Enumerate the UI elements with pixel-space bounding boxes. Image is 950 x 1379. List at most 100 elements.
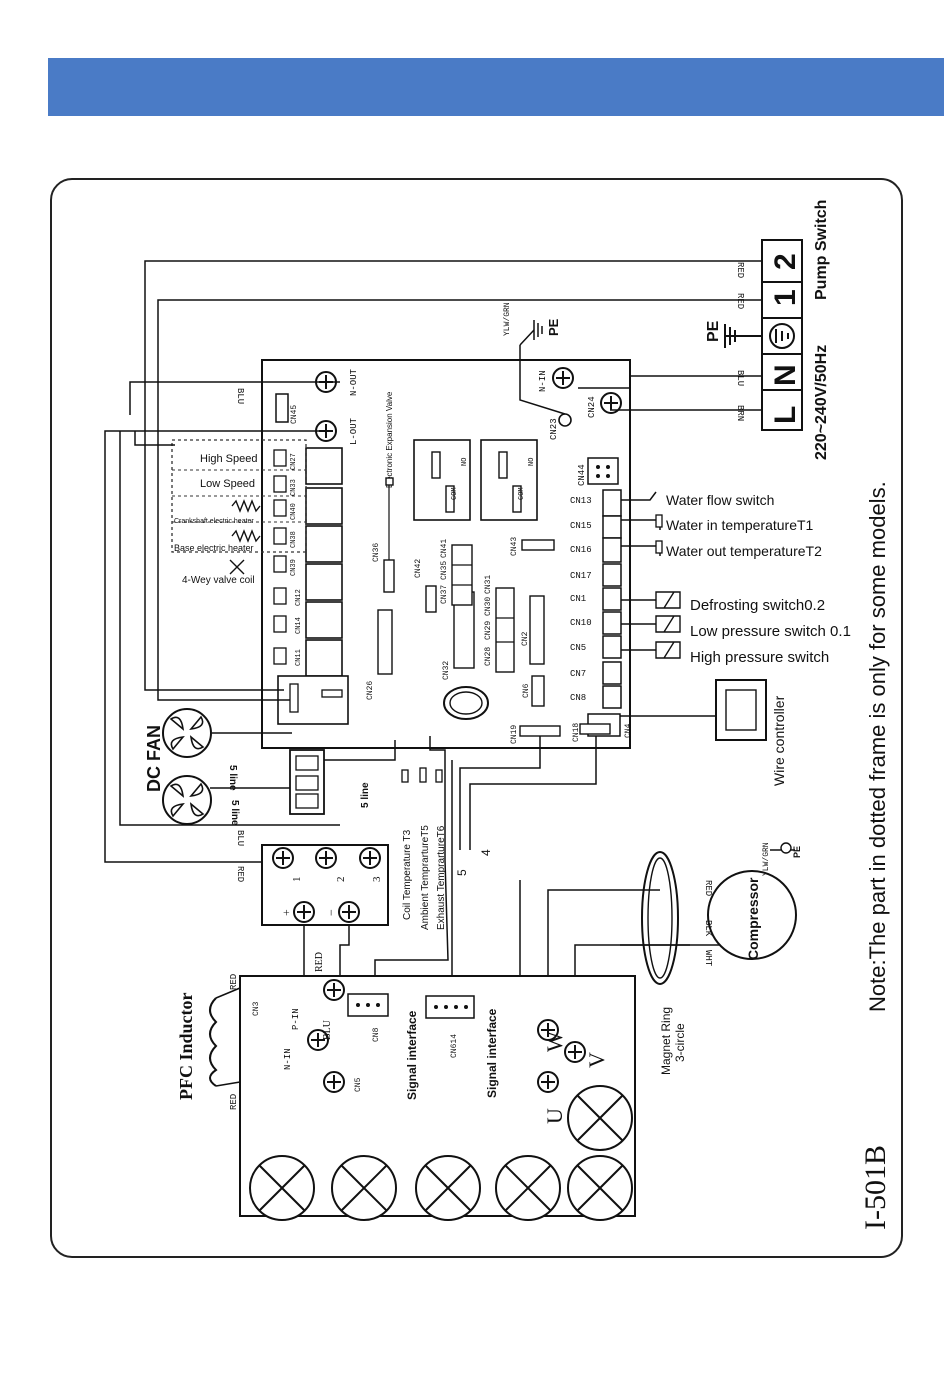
driver-p-in-label: P-IN	[291, 1008, 301, 1030]
high-speed-label: High Speed	[200, 453, 258, 465]
exhaust-temp-sensor-icon	[435, 769, 443, 783]
low-pressure-switch-label: Low pressure switch 0.1	[690, 623, 851, 640]
ground-symbol-icon	[769, 323, 795, 349]
cn23-terminal-icon	[558, 413, 572, 427]
signal-interface-label-2: Signal interface	[485, 1008, 499, 1098]
relay-stack	[305, 447, 343, 677]
driver-red-label: RED	[314, 952, 325, 972]
l-out-label: L-OUT	[349, 417, 359, 445]
capacitor-icon-4	[415, 1155, 481, 1221]
supply-label: 220~240V/50Hz	[813, 345, 830, 460]
base-heater-icon	[231, 529, 261, 543]
capacitor-icon-1	[567, 1085, 633, 1151]
compressor-label: Compressor	[745, 877, 761, 960]
right-connector-column: CN13 CN15 CN16 CN17 CN1 CN10 CN5 CN7 CN8	[570, 489, 622, 709]
red-wire-label-2: RED	[735, 293, 745, 309]
cn6-label: CN6	[522, 683, 531, 698]
driver-cn8-label: CN8	[372, 1027, 381, 1042]
pfc-inductor: PFC Inductor RED RED	[176, 974, 241, 1110]
blu-left-wire-label: BLU	[235, 830, 245, 846]
three-circle-label: 3-circle	[673, 1023, 687, 1062]
cn36-label: CN36	[372, 543, 381, 562]
n-out-label: N-OUT	[349, 368, 359, 396]
rectifier-minus: −	[324, 909, 338, 916]
coil-temp-label: Coil Temperature T3	[402, 829, 413, 920]
cn24-label: CN24	[587, 396, 597, 418]
capacitor-icon-6	[249, 1155, 315, 1221]
water-in-sensor-icon	[655, 514, 663, 528]
model-label: I-501B	[859, 1145, 892, 1230]
cn37-label: CN37	[440, 585, 449, 604]
cn1-label: CN1	[570, 594, 586, 604]
driver-cn5-label: CN5	[354, 1077, 363, 1092]
fan-motor-bottom-icon	[162, 775, 212, 825]
driver-n-in-label: N-IN	[283, 1048, 293, 1070]
relay1-no-label: NO	[461, 458, 469, 466]
cn35-label: CN35	[440, 561, 449, 580]
cn30-label: CN30	[484, 597, 493, 616]
cn19-label: CN19	[510, 725, 519, 744]
pfc-red-label-1: RED	[229, 974, 239, 990]
terminal-u-label: U	[542, 1108, 567, 1124]
cn16-label: CN16	[570, 545, 592, 555]
inductor-coil-icon	[209, 997, 218, 1087]
cn8-label: CN8	[570, 693, 586, 703]
cn29-label: CN29	[484, 621, 493, 640]
driver-blu-label: BLU	[322, 1019, 333, 1040]
cn32-label: CN32	[442, 661, 451, 680]
relay2-no-label: NO	[528, 458, 536, 466]
water-out-temperature-label: Water out temperatureT2	[666, 543, 822, 559]
terminal-w-label: W	[542, 1031, 567, 1052]
cn39-label: CN39	[290, 559, 298, 576]
five-line-label-b: 5 line	[229, 800, 240, 826]
cn40-label: CN40	[290, 503, 298, 520]
red-wire-label-1: RED	[735, 262, 745, 278]
cn13-label: CN13	[570, 496, 592, 506]
blu-wire-label: BLU	[735, 370, 745, 386]
crankshaft-heater-label: Crankshaft electric heater	[174, 518, 254, 525]
cn18-label: CN18	[572, 723, 581, 742]
rectifier-block: 1 2 3 + −	[261, 844, 389, 926]
cn28-label: CN28	[484, 647, 493, 666]
crankshaft-heater-icon	[231, 499, 261, 513]
relay2-com-label: COM	[518, 487, 526, 500]
driver-cn3-label: CN3	[252, 1001, 261, 1016]
eev-label: Electronic Expansion Valve	[385, 391, 394, 488]
compressor-red-label: RED	[703, 880, 713, 896]
cn38-label: CN38	[290, 531, 298, 548]
power-terminal-block: 2 1 N L 220~240V/50Hz Pump Switch PE	[705, 200, 830, 460]
diagram-frame	[50, 178, 903, 1258]
capacitor-icon-2	[567, 1155, 633, 1221]
cn23-label: CN23	[549, 418, 559, 440]
cn27-label: CN27	[290, 453, 298, 470]
coil-temp-sensor-icon	[401, 769, 409, 783]
rectifier-plus: +	[279, 909, 293, 916]
blu-top-wire-label: BLU	[235, 388, 245, 404]
terminal-2-label: 2	[769, 253, 802, 270]
main-pcb-board: N-OUT L-OUT N-IN CN24 CN23 CN45 Electron…	[261, 359, 633, 749]
compressor-icon	[707, 870, 797, 960]
header-banner	[48, 58, 944, 116]
wire-count-5: 5	[455, 869, 469, 876]
cn7-label: CN7	[570, 669, 586, 679]
water-flow-switch-label: Water flow switch	[666, 492, 774, 508]
fan-motor-top-icon	[162, 708, 212, 758]
pfc-inductor-label: PFC Inductor	[176, 992, 196, 1100]
rectifier-terminal-1: 1	[291, 877, 303, 883]
optional-parts-dotted-frame	[171, 439, 307, 553]
ambient-temp-sensor-icon	[419, 767, 427, 783]
high-pressure-switch-label: High pressure switch	[690, 649, 829, 666]
compressor-blk-label: BLK	[703, 920, 713, 937]
cn43-label: CN43	[510, 537, 519, 556]
pe-ground-icon	[724, 324, 762, 348]
pe-top-label: PE	[546, 318, 561, 336]
base-heater-label: Base electric heater	[174, 543, 254, 553]
cn45-label: CN45	[290, 405, 299, 424]
capacitor-icon-5	[331, 1155, 397, 1221]
rectifier-terminal-3: 3	[371, 876, 383, 882]
driver-cn614-label: CN614	[450, 1034, 459, 1058]
five-line-label-a: 5 line	[227, 765, 238, 791]
terminal-N-label: N	[769, 364, 802, 386]
rectifier-terminal-2: 2	[335, 877, 347, 883]
